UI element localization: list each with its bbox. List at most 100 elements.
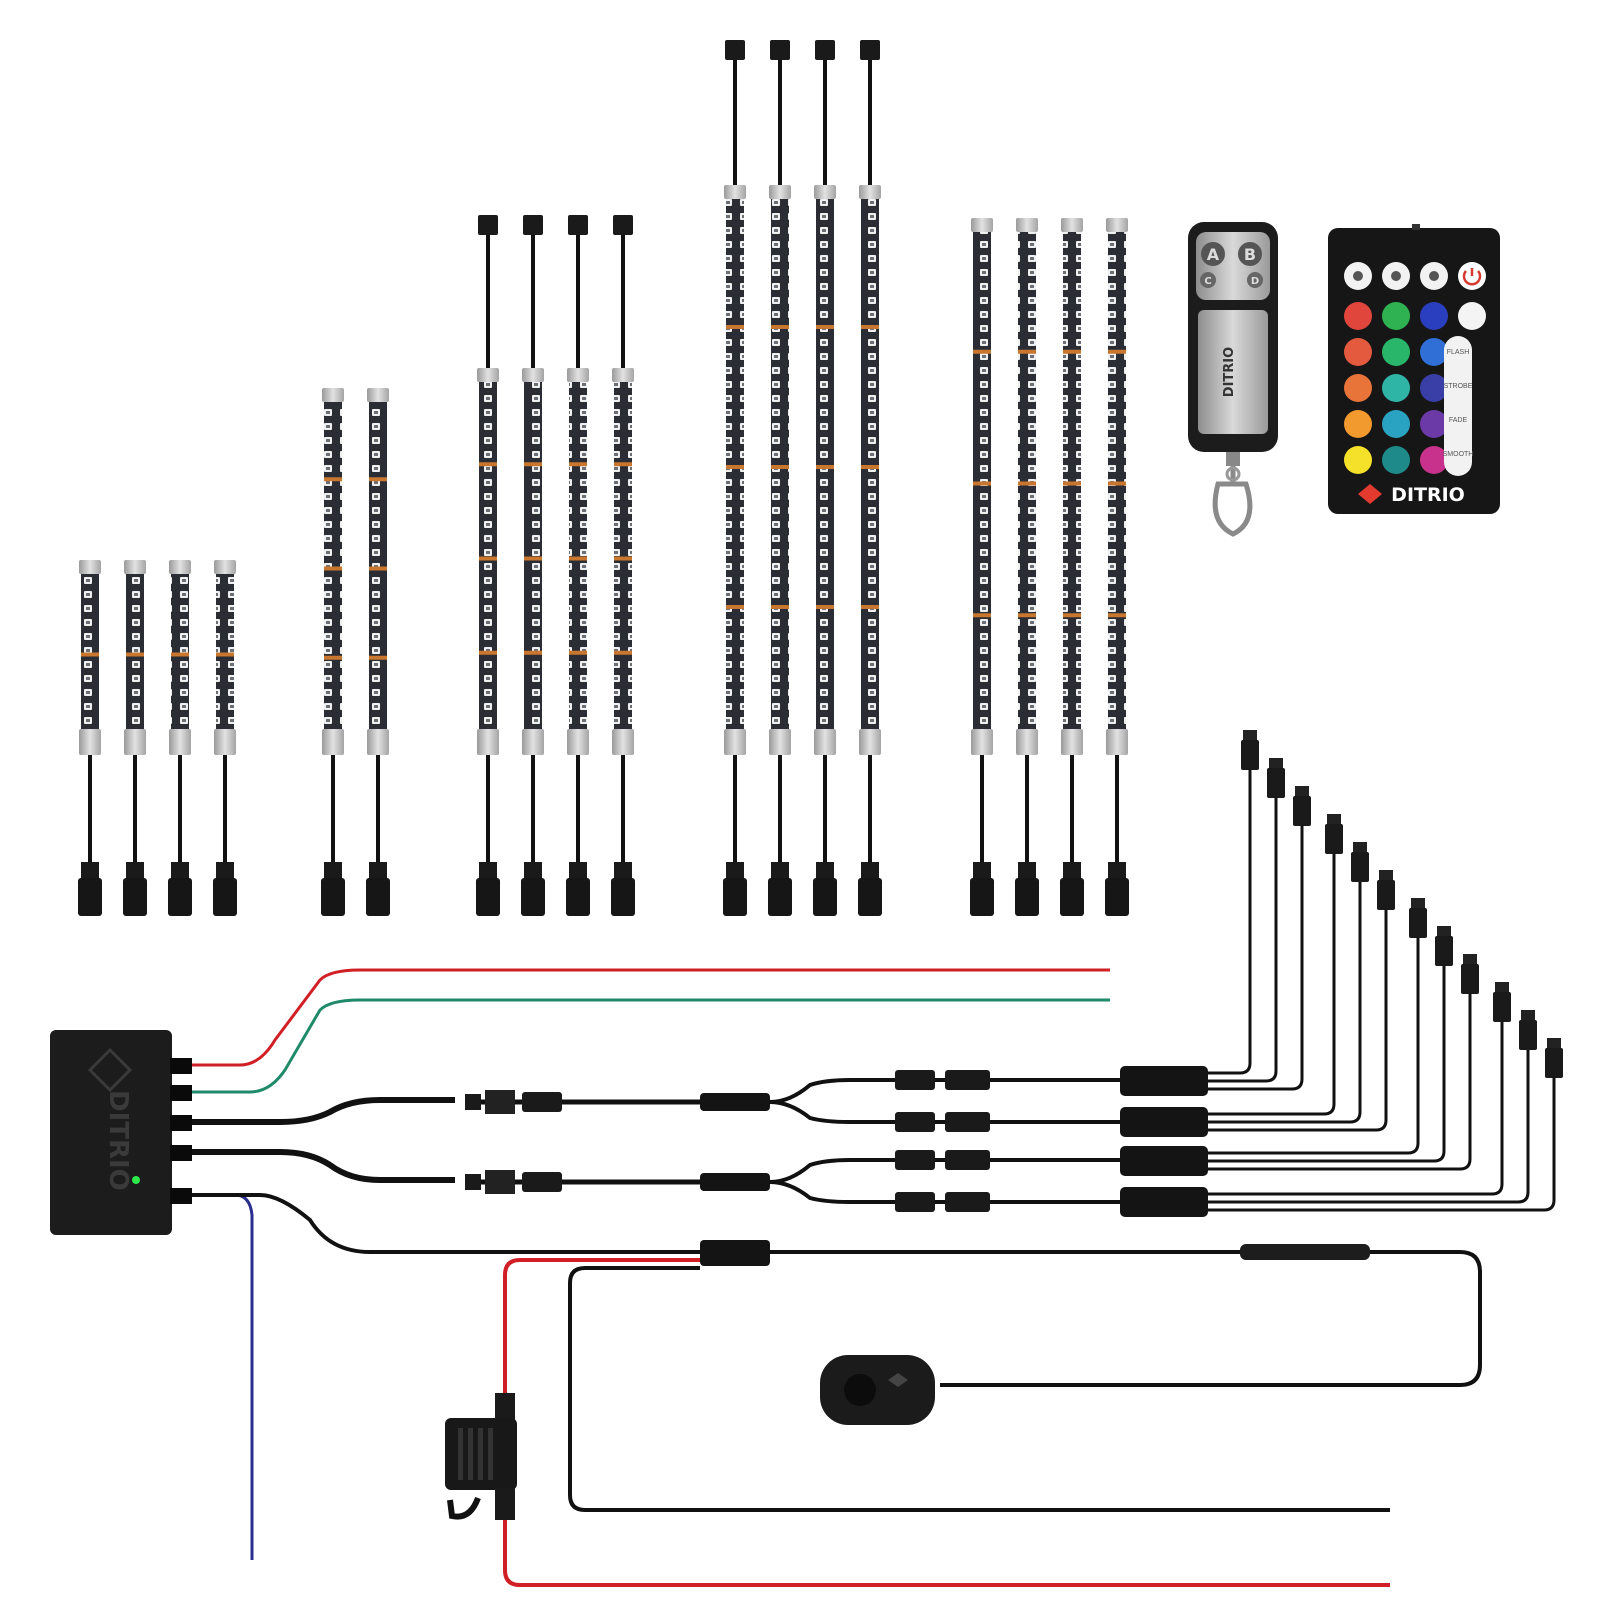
strip-connector[interactable]	[1241, 740, 1259, 770]
strip-connector[interactable]	[1267, 768, 1285, 798]
color-button[interactable]	[1420, 410, 1448, 438]
connector-pins	[1243, 730, 1257, 740]
led-strip	[521, 215, 545, 916]
blue-wire	[170, 1193, 254, 1560]
color-button[interactable]	[1420, 374, 1448, 402]
color-button[interactable]	[1382, 410, 1410, 438]
color-button[interactable]	[1420, 338, 1448, 366]
mode-label-flash[interactable]: FLASH	[1447, 349, 1470, 356]
fanout-lead	[1208, 910, 1388, 1132]
hub-connectors	[1120, 1066, 1208, 1217]
black-ground-lead	[568, 1266, 1390, 1512]
color-button[interactable]	[1420, 302, 1448, 330]
power-section	[503, 1240, 1482, 1587]
strip-connector[interactable]	[1435, 936, 1453, 966]
mode-label-smooth[interactable]: SMOOTH	[1443, 451, 1474, 458]
color-button[interactable]	[1344, 410, 1372, 438]
wiring-harness	[170, 730, 1563, 1587]
fanout-lead	[1208, 1050, 1530, 1204]
fob-brand-text: DITRIO	[1222, 347, 1237, 397]
fob-button-c[interactable]: C	[1200, 272, 1216, 288]
settings-icon[interactable]	[1420, 262, 1448, 290]
color-button[interactable]	[1344, 302, 1372, 330]
fanout-lead	[1208, 1078, 1556, 1212]
led-strip	[1060, 218, 1084, 916]
color-button[interactable]	[1344, 446, 1372, 474]
led-strip	[566, 215, 590, 916]
connector-pins	[1437, 926, 1451, 936]
connector-pins	[1411, 898, 1425, 908]
led-strip	[1015, 218, 1039, 916]
connector-pins	[1353, 842, 1367, 852]
strip-connector[interactable]	[1377, 880, 1395, 910]
fanout-lead	[1208, 994, 1472, 1171]
fob-button-a[interactable]: A	[1201, 242, 1225, 266]
splitter-chain-bottom	[465, 1150, 1120, 1212]
fanout-lead	[1208, 798, 1278, 1083]
output-wire-2	[170, 1149, 455, 1183]
box-brand-text: DITRIO	[103, 1090, 133, 1191]
color-button[interactable]	[1382, 338, 1410, 366]
fanout-lead	[1208, 826, 1304, 1091]
color-button[interactable]	[1344, 374, 1372, 402]
led-strip	[168, 560, 192, 916]
keyring-clip-icon	[1212, 452, 1253, 537]
svg-text:D: D	[1251, 276, 1259, 287]
switch-logo-icon	[888, 1373, 908, 1387]
speed-icon[interactable]	[1382, 262, 1410, 290]
svg-text:DITRIO: DITRIO	[1391, 484, 1465, 506]
power-icon[interactable]	[1458, 262, 1486, 290]
color-button[interactable]	[1344, 338, 1372, 366]
fanout-lead	[1208, 938, 1420, 1155]
inline-connector	[1240, 1244, 1370, 1260]
color-button[interactable]	[1382, 446, 1410, 474]
fob-button-b[interactable]: B	[1238, 242, 1262, 266]
connector-pins	[1379, 870, 1393, 880]
output-wire-power	[170, 1193, 700, 1254]
connector-pins	[1295, 786, 1309, 796]
led-strips	[78, 40, 1129, 916]
mode-label-fade[interactable]: FADE	[1449, 417, 1468, 424]
key-fob-remote[interactable]: A B C D DITRIO	[1188, 222, 1278, 537]
strip-connector[interactable]	[1461, 964, 1479, 994]
strip-connector[interactable]	[1293, 796, 1311, 826]
connector-pins	[1463, 954, 1477, 964]
strip-connector[interactable]	[1351, 852, 1369, 882]
led-strip	[123, 560, 147, 916]
color-button[interactable]	[1382, 374, 1410, 402]
color-button[interactable]	[1382, 302, 1410, 330]
red-wire	[170, 968, 1110, 1067]
fob-metal-plate	[1198, 310, 1268, 434]
ir-remote[interactable]: FLASH STROBE FADE SMOOTH DITRIO	[1328, 224, 1500, 514]
fanout-lead	[1208, 966, 1446, 1163]
fanout-lead	[1208, 770, 1252, 1075]
color-button[interactable]	[1458, 302, 1486, 330]
color-button[interactable]	[1420, 446, 1448, 474]
led-strip	[813, 40, 837, 916]
svg-text:C: C	[1204, 276, 1211, 287]
strip-connector[interactable]	[1545, 1048, 1563, 1078]
mode-button-column[interactable]	[1444, 336, 1472, 476]
fanout-lead	[1208, 1022, 1504, 1196]
fanout-lead	[1208, 882, 1362, 1124]
splitter-chain-top	[465, 1070, 1120, 1132]
strip-connector[interactable]	[1409, 908, 1427, 938]
strip-connector[interactable]	[1493, 992, 1511, 1022]
strip-connector[interactable]	[1325, 824, 1343, 854]
remote-button-grid: FLASH STROBE FADE SMOOTH	[1344, 262, 1486, 476]
brightness-icon[interactable]	[1344, 262, 1372, 290]
mode-label-strobe[interactable]: STROBE	[1444, 383, 1473, 390]
fob-button-d[interactable]: D	[1247, 272, 1263, 288]
control-box: DITRIO	[50, 1030, 192, 1235]
led-strip	[768, 40, 792, 916]
led-strip	[213, 560, 237, 916]
push-switch[interactable]	[820, 1355, 935, 1425]
svg-text:B: B	[1244, 245, 1256, 264]
strip-connector[interactable]	[1519, 1020, 1537, 1050]
led-strip	[366, 388, 390, 916]
connector-pins	[1547, 1038, 1561, 1048]
inline-fuse-holder	[445, 1393, 517, 1520]
red-power-lead	[503, 1258, 1390, 1587]
led-strip	[476, 215, 500, 916]
